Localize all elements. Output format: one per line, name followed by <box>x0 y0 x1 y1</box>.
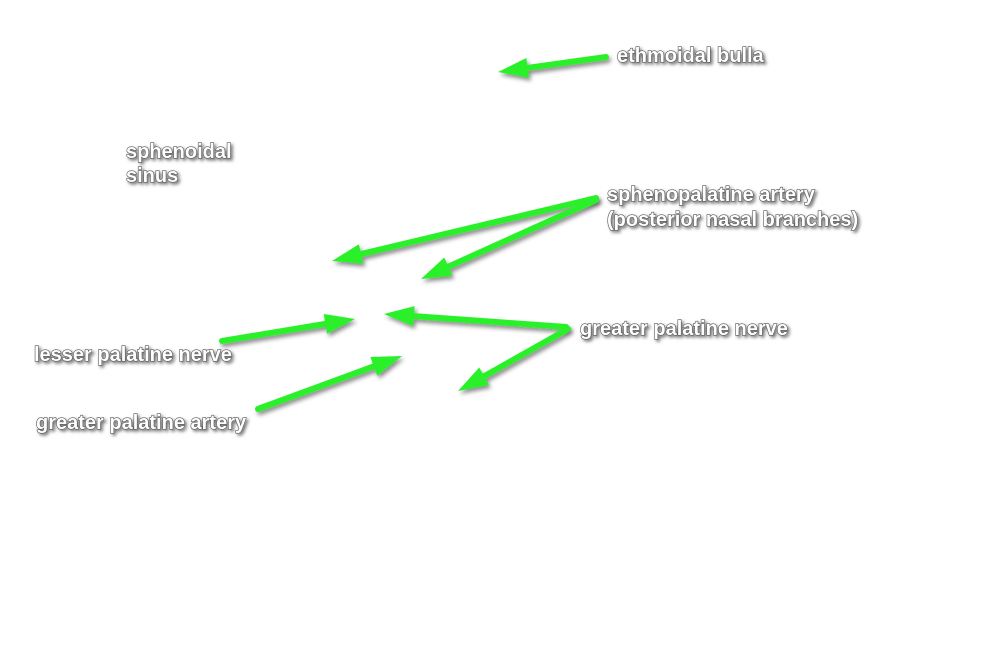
label-ethmoidal-bulla: ethmoidal bulla <box>617 45 765 67</box>
arrow-sphenopalatine-artery-2 <box>421 197 599 279</box>
arrow-lesser-palatine-nerve-shaft <box>219 320 333 344</box>
label-sphenoidal-sinus-line2: sinus <box>126 165 178 187</box>
arrow-greater-palatine-nerve-2-head <box>458 367 490 391</box>
arrow-greater-palatine-nerve-2 <box>458 326 571 391</box>
label-sphenoidal-sinus-line1: sphenoidal <box>126 141 232 163</box>
arrow-lesser-palatine-nerve <box>219 314 355 344</box>
arrow-sphenopalatine-artery-1 <box>332 195 599 264</box>
arrow-greater-palatine-nerve-2-shaft <box>477 326 571 382</box>
arrow-greater-palatine-artery <box>255 356 402 412</box>
arrow-greater-palatine-artery-head <box>370 356 402 376</box>
label-sphenopalatine-artery-line2: (posterior nasal branches) <box>607 209 858 231</box>
arrow-ethmoidal-bulla <box>498 54 609 78</box>
arrow-sphenopalatine-artery-1-shaft <box>354 195 599 258</box>
label-lesser-palatine-nerve: lesser palatine nerve <box>34 344 232 366</box>
pointer-arrows <box>219 54 609 412</box>
arrow-sphenopalatine-artery-2-head <box>421 257 453 279</box>
arrow-ethmoidal-bulla-head <box>498 57 530 78</box>
label-greater-palatine-artery: greater palatine artery <box>36 412 247 434</box>
arrow-sphenopalatine-artery-2-shaft <box>441 197 599 272</box>
label-greater-palatine-nerve: greater palatine nerve <box>580 318 788 340</box>
arrow-sphenopalatine-artery-1-head <box>332 244 364 264</box>
arrow-lesser-palatine-nerve-head <box>323 314 355 334</box>
arrow-greater-palatine-nerve-1-shaft <box>406 312 569 330</box>
arrow-greater-palatine-nerve-1-head <box>384 306 415 327</box>
arrow-greater-palatine-nerve-1 <box>384 306 569 330</box>
arrow-greater-palatine-artery-shaft <box>255 361 381 412</box>
label-sphenopalatine-artery-line1: sphenopalatine artery <box>607 184 816 206</box>
arrow-ethmoidal-bulla-shaft <box>520 54 609 72</box>
